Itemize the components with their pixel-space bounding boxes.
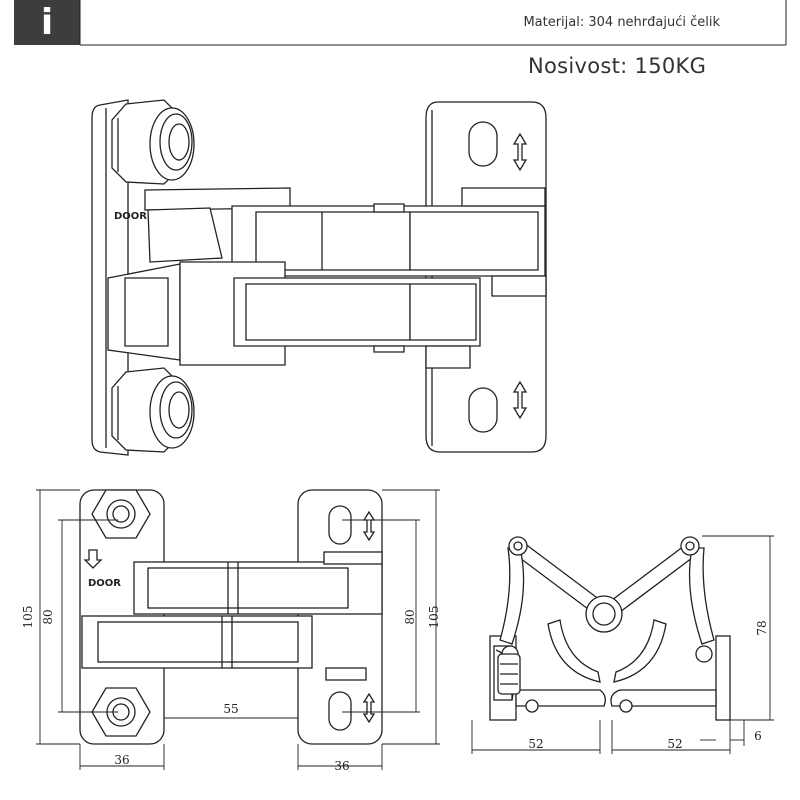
header-bar: i Materijal: 304 nehrđajući čelik (0, 0, 786, 46)
dim-side-offset: 6 (754, 729, 762, 743)
door-label-front: DOOR (88, 578, 121, 589)
dim-front-hole-right: 80 (403, 609, 417, 624)
mount-slot-upper (468, 121, 498, 167)
mount-slot-lower (468, 387, 498, 433)
dim-front-height-right: 105 (427, 606, 441, 629)
dim-front-width-left: 36 (114, 753, 129, 767)
dim-side-height: 78 (755, 620, 769, 635)
hex-nut-upper (111, 99, 195, 185)
material-label: Materijal: 304 nehrđajući čelik (523, 15, 720, 30)
door-direction-icon (83, 549, 103, 569)
header-frame (79, 0, 787, 46)
front-view-hinge (79, 489, 383, 745)
front-arrow-lower-icon (362, 692, 376, 724)
door-label-perspective: DOOR (114, 211, 147, 222)
perspective-hinge (91, 99, 547, 456)
dim-side-width-left: 52 (528, 737, 543, 751)
adjust-arrow-upper-icon (512, 132, 528, 172)
dim-side-width-right: 52 (667, 737, 682, 751)
dim-front-width-right: 36 (334, 759, 349, 773)
load-capacity-label: Nosivost: 150KG (528, 54, 707, 78)
side-view-hinge (489, 536, 731, 721)
dim-front-span: 55 (223, 702, 238, 716)
front-dimensions (36, 489, 440, 770)
hex-nut-lower (111, 367, 195, 453)
info-icon: i (14, 0, 80, 45)
adjust-arrow-lower-icon (512, 380, 528, 420)
dim-front-hole-left: 80 (41, 609, 55, 624)
side-dimensions (471, 535, 774, 754)
dim-front-height-left: 105 (21, 606, 35, 629)
